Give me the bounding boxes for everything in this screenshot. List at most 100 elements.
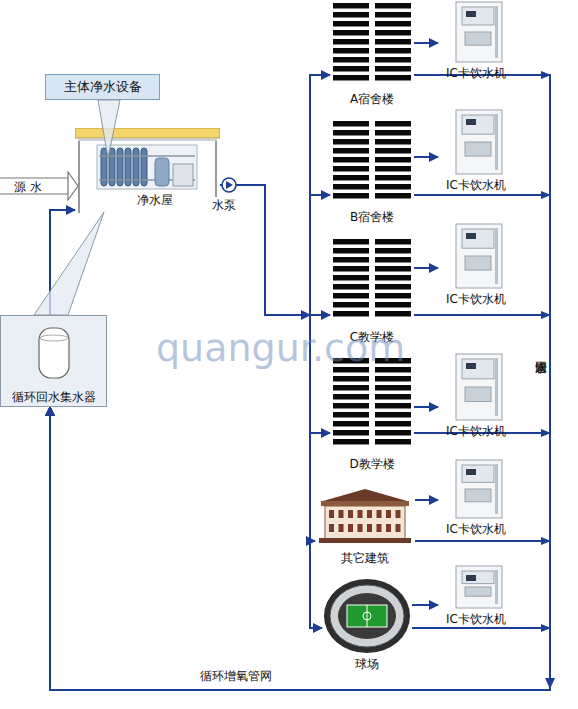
wall: [78, 141, 80, 213]
pipe-connector: [415, 499, 438, 501]
dispenser-panel: [462, 359, 494, 379]
dispenser-panel: [462, 465, 494, 482]
building-node: D教学楼: [330, 355, 414, 473]
window-row: [375, 21, 411, 27]
window-row: [375, 430, 411, 436]
flow-arrowhead: [541, 537, 551, 545]
base: [319, 538, 411, 543]
dispenser-niche: [465, 142, 491, 156]
window-row: [375, 439, 411, 445]
dispenser-niche: [465, 256, 491, 270]
node-graphic: [315, 487, 415, 549]
window: [348, 510, 353, 518]
window-row: [333, 148, 369, 154]
window-row: [333, 376, 369, 382]
dispenser-display: [466, 11, 476, 17]
window-row: [375, 139, 411, 145]
tank: [39, 328, 69, 378]
equipment-frame: [97, 145, 197, 189]
pitch-line: [367, 605, 368, 627]
window-row: [375, 385, 411, 391]
window: [329, 524, 334, 532]
window-row: [375, 403, 411, 409]
node-label: 主体净水设备: [64, 78, 142, 96]
pump-symbol: [222, 178, 236, 192]
pipe-connector: [414, 406, 438, 408]
window-row: [375, 48, 411, 54]
dispenser-niche: [465, 387, 491, 402]
window-row: [375, 130, 411, 136]
flow-arrowhead: [541, 624, 551, 632]
node-graphic: [322, 577, 412, 655]
flow-arrowhead: [545, 678, 555, 689]
window-row: [333, 166, 369, 172]
window-row: [375, 275, 411, 281]
node-label: D教学楼: [330, 457, 414, 472]
window-row: [333, 175, 369, 181]
window-row: [333, 293, 369, 299]
node-label: 其它建筑: [315, 551, 415, 566]
callout-leader: [98, 100, 120, 158]
window-row: [333, 12, 369, 18]
node-graphic: [438, 458, 514, 520]
window-row: [375, 3, 411, 9]
dispenser-body: [456, 566, 502, 608]
water-dispenser-node: IC卡饮水机: [438, 108, 514, 194]
dispenser-panel: [462, 229, 494, 248]
dispenser-display: [466, 233, 476, 239]
window-row: [333, 121, 369, 127]
window-row: [333, 385, 369, 391]
window-row: [333, 57, 369, 63]
window-row: [375, 311, 411, 317]
window: [386, 510, 391, 518]
dispenser-display: [466, 363, 476, 369]
window-row: [333, 157, 369, 163]
window-row: [333, 184, 369, 190]
dispenser-body: [456, 2, 502, 62]
eave: [78, 138, 217, 141]
node-label: 球场: [322, 657, 412, 672]
window: [339, 510, 344, 518]
node-label: IC卡饮水机: [438, 178, 514, 193]
window-row: [333, 403, 369, 409]
building-node: A宿舍楼: [330, 0, 414, 108]
node-graphic: [330, 236, 414, 328]
node-label: IC卡饮水机: [438, 66, 514, 81]
diagram-label: 水泵: [212, 197, 236, 214]
window-row: [333, 257, 369, 263]
node-graphic: [330, 118, 414, 208]
pitch-circle: [363, 612, 371, 620]
window-row: [333, 193, 369, 199]
node-graphic: [1, 316, 108, 390]
dispenser-body: [456, 460, 502, 518]
window-row: [375, 57, 411, 63]
pipe: [99, 155, 195, 157]
node-graphic: [438, 0, 514, 64]
window: [348, 524, 353, 532]
window-row: [375, 239, 411, 245]
window-row: [333, 139, 369, 145]
dispenser-strip: [495, 570, 498, 604]
dispenser-panel: [462, 571, 494, 584]
window-row: [333, 421, 369, 427]
pipe-connector: [50, 407, 550, 690]
node-label: 循环回水集水器: [1, 390, 106, 405]
window-row: [375, 248, 411, 254]
window: [329, 510, 334, 518]
diagram-label: 源 水: [14, 179, 42, 196]
window-row: [375, 148, 411, 154]
tank-top: [40, 335, 68, 341]
tank: [155, 158, 169, 186]
window-row: [333, 248, 369, 254]
window-row: [375, 302, 411, 308]
water-dispenser-node: IC卡饮水机: [438, 352, 514, 440]
window-row: [375, 166, 411, 172]
window-row: [333, 75, 369, 81]
dispenser-niche: [465, 489, 491, 502]
pipe-connector: [50, 195, 550, 690]
window-row: [375, 293, 411, 299]
window: [377, 510, 382, 518]
window-row: [375, 66, 411, 72]
pipe-connector: [50, 407, 550, 690]
window: [396, 524, 401, 532]
